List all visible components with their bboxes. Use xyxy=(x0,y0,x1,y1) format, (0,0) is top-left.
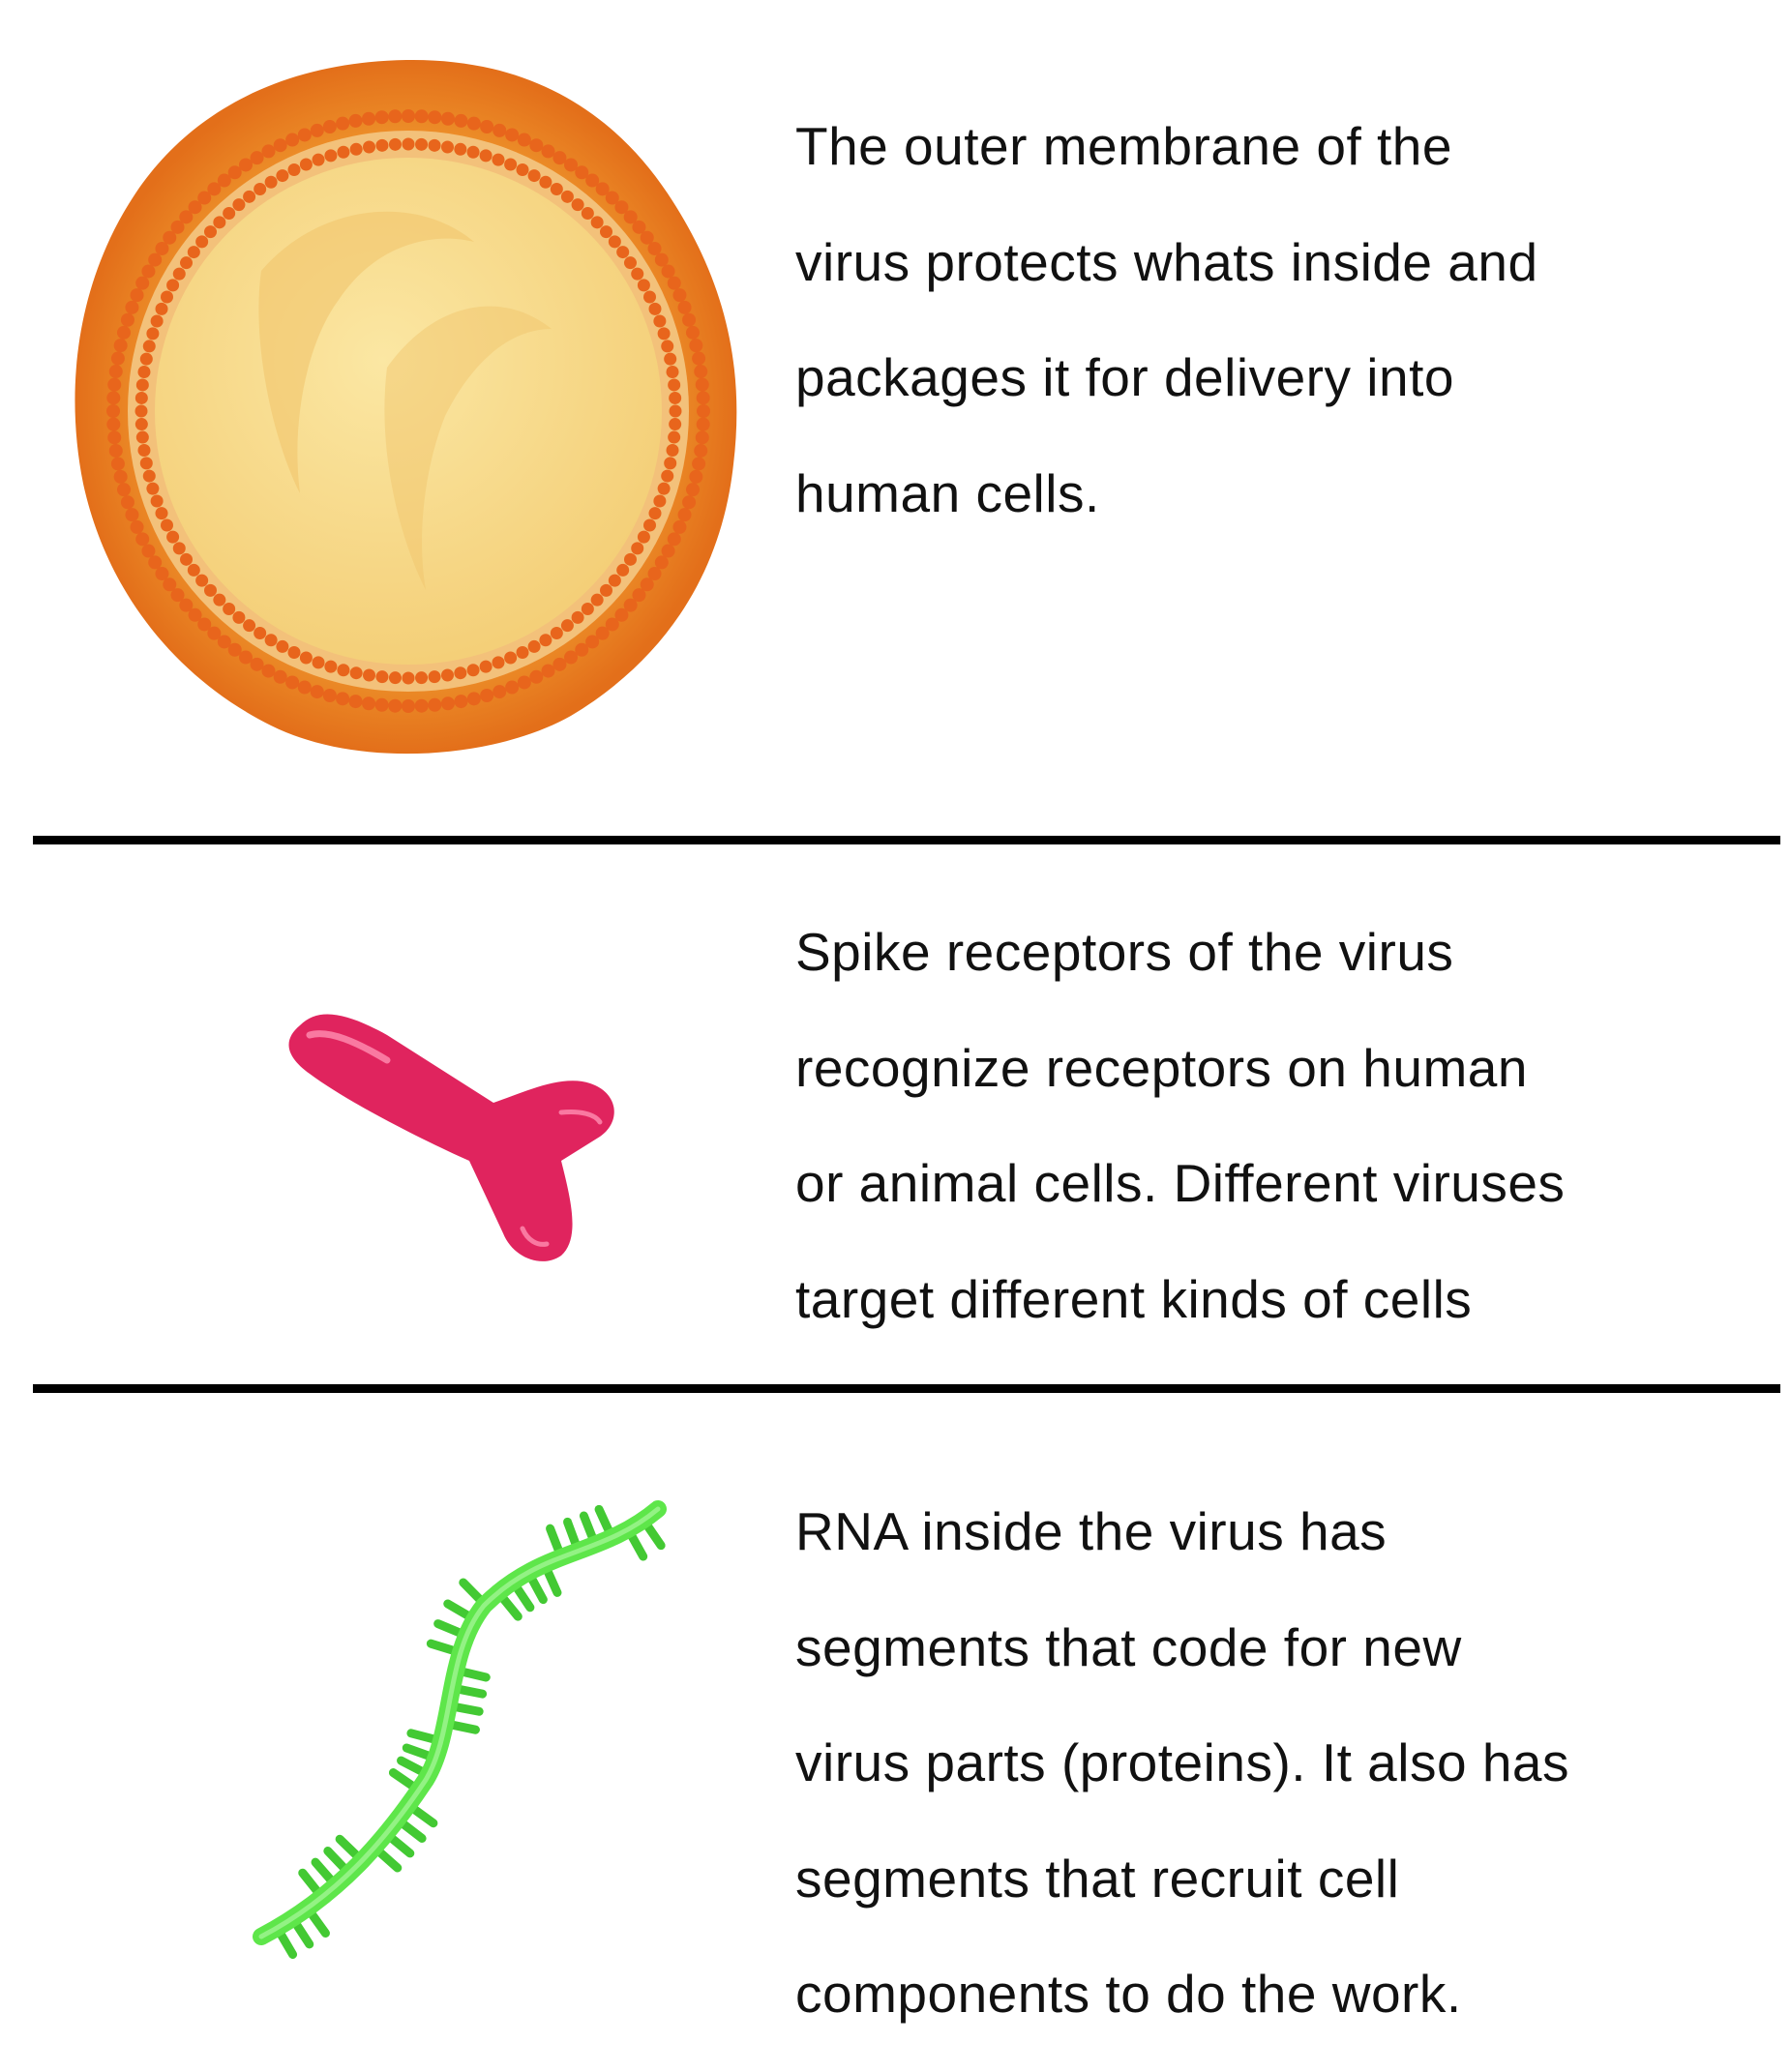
section-divider-1 xyxy=(33,836,1780,844)
rna-line-2: segments that code for new xyxy=(795,1616,1462,1677)
membrane-line-3: packages it for delivery into xyxy=(795,347,1454,407)
section-divider-2 xyxy=(33,1384,1780,1393)
membrane-line-1: The outer membrane of the xyxy=(795,116,1452,176)
spike-description: Spike receptors of the virus recognize r… xyxy=(795,895,1565,1357)
rna-strand-icon xyxy=(253,1500,667,1960)
rna-line-5: components to do the work. xyxy=(795,1964,1462,2024)
membrane-description: The outer membrane of the virus protects… xyxy=(795,89,1538,551)
spike-line-2: recognize receptors on human xyxy=(795,1037,1528,1098)
spike-line-1: Spike receptors of the virus xyxy=(795,922,1454,982)
spike-line-3: or animal cells. Different viruses xyxy=(795,1153,1566,1213)
spike-line-4: target different kinds of cells xyxy=(795,1268,1473,1329)
rna-line-4: segments that recruit cell xyxy=(795,1848,1400,1909)
virus-membrane-icon xyxy=(75,59,737,755)
membrane-line-2: virus protects whats inside and xyxy=(795,231,1538,292)
rna-description: RNA inside the virus has segments that c… xyxy=(795,1474,1569,2053)
membrane-line-4: human cells. xyxy=(795,462,1100,523)
rna-line-1: RNA inside the virus has xyxy=(795,1501,1388,1561)
membrane-section: The outer membrane of the virus protects… xyxy=(0,0,1791,842)
spike-section: Spike receptors of the virus recognize r… xyxy=(288,895,1565,1357)
spike-protein-icon xyxy=(288,1014,614,1261)
rna-line-3: virus parts (proteins). It also has xyxy=(795,1732,1570,1792)
